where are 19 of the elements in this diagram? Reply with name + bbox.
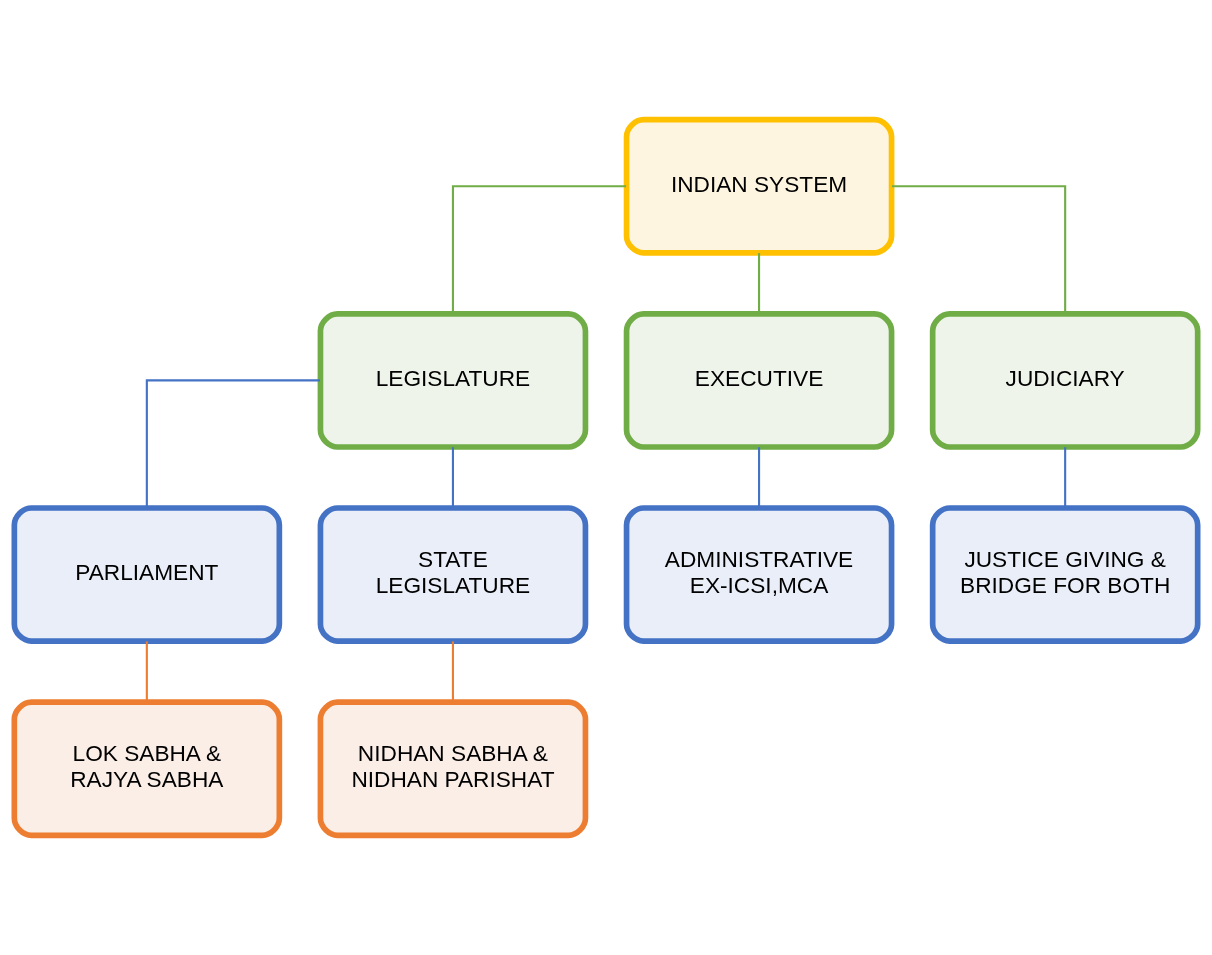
node-box: NIDHAN SABHA & NIDHAN PARISHAT xyxy=(317,699,589,839)
connector xyxy=(892,185,1067,314)
connector xyxy=(145,641,148,702)
node-box: EXECUTIVE xyxy=(623,311,895,450)
node-box: INDIAN SYSTEM xyxy=(623,116,895,256)
node-box: JUSTICE GIVING & BRIDGE FOR BOTH xyxy=(929,505,1201,644)
node-box: LEGISLATURE xyxy=(317,311,589,450)
connector xyxy=(1064,447,1067,508)
node-box: LOK SABHA & RAJYA SABHA xyxy=(11,699,283,839)
node-box: PARLIAMENT xyxy=(11,505,283,644)
connector xyxy=(451,641,454,702)
connector xyxy=(451,185,627,314)
node-box: ADMINISTRATIVE EX-ICSI,MCA xyxy=(623,505,895,644)
connector xyxy=(758,447,761,508)
connector xyxy=(758,253,761,314)
node-box: JUDICIARY xyxy=(929,311,1201,450)
connector xyxy=(145,379,320,508)
node-box: STATE LEGISLATURE xyxy=(317,505,589,644)
connector xyxy=(451,447,454,508)
